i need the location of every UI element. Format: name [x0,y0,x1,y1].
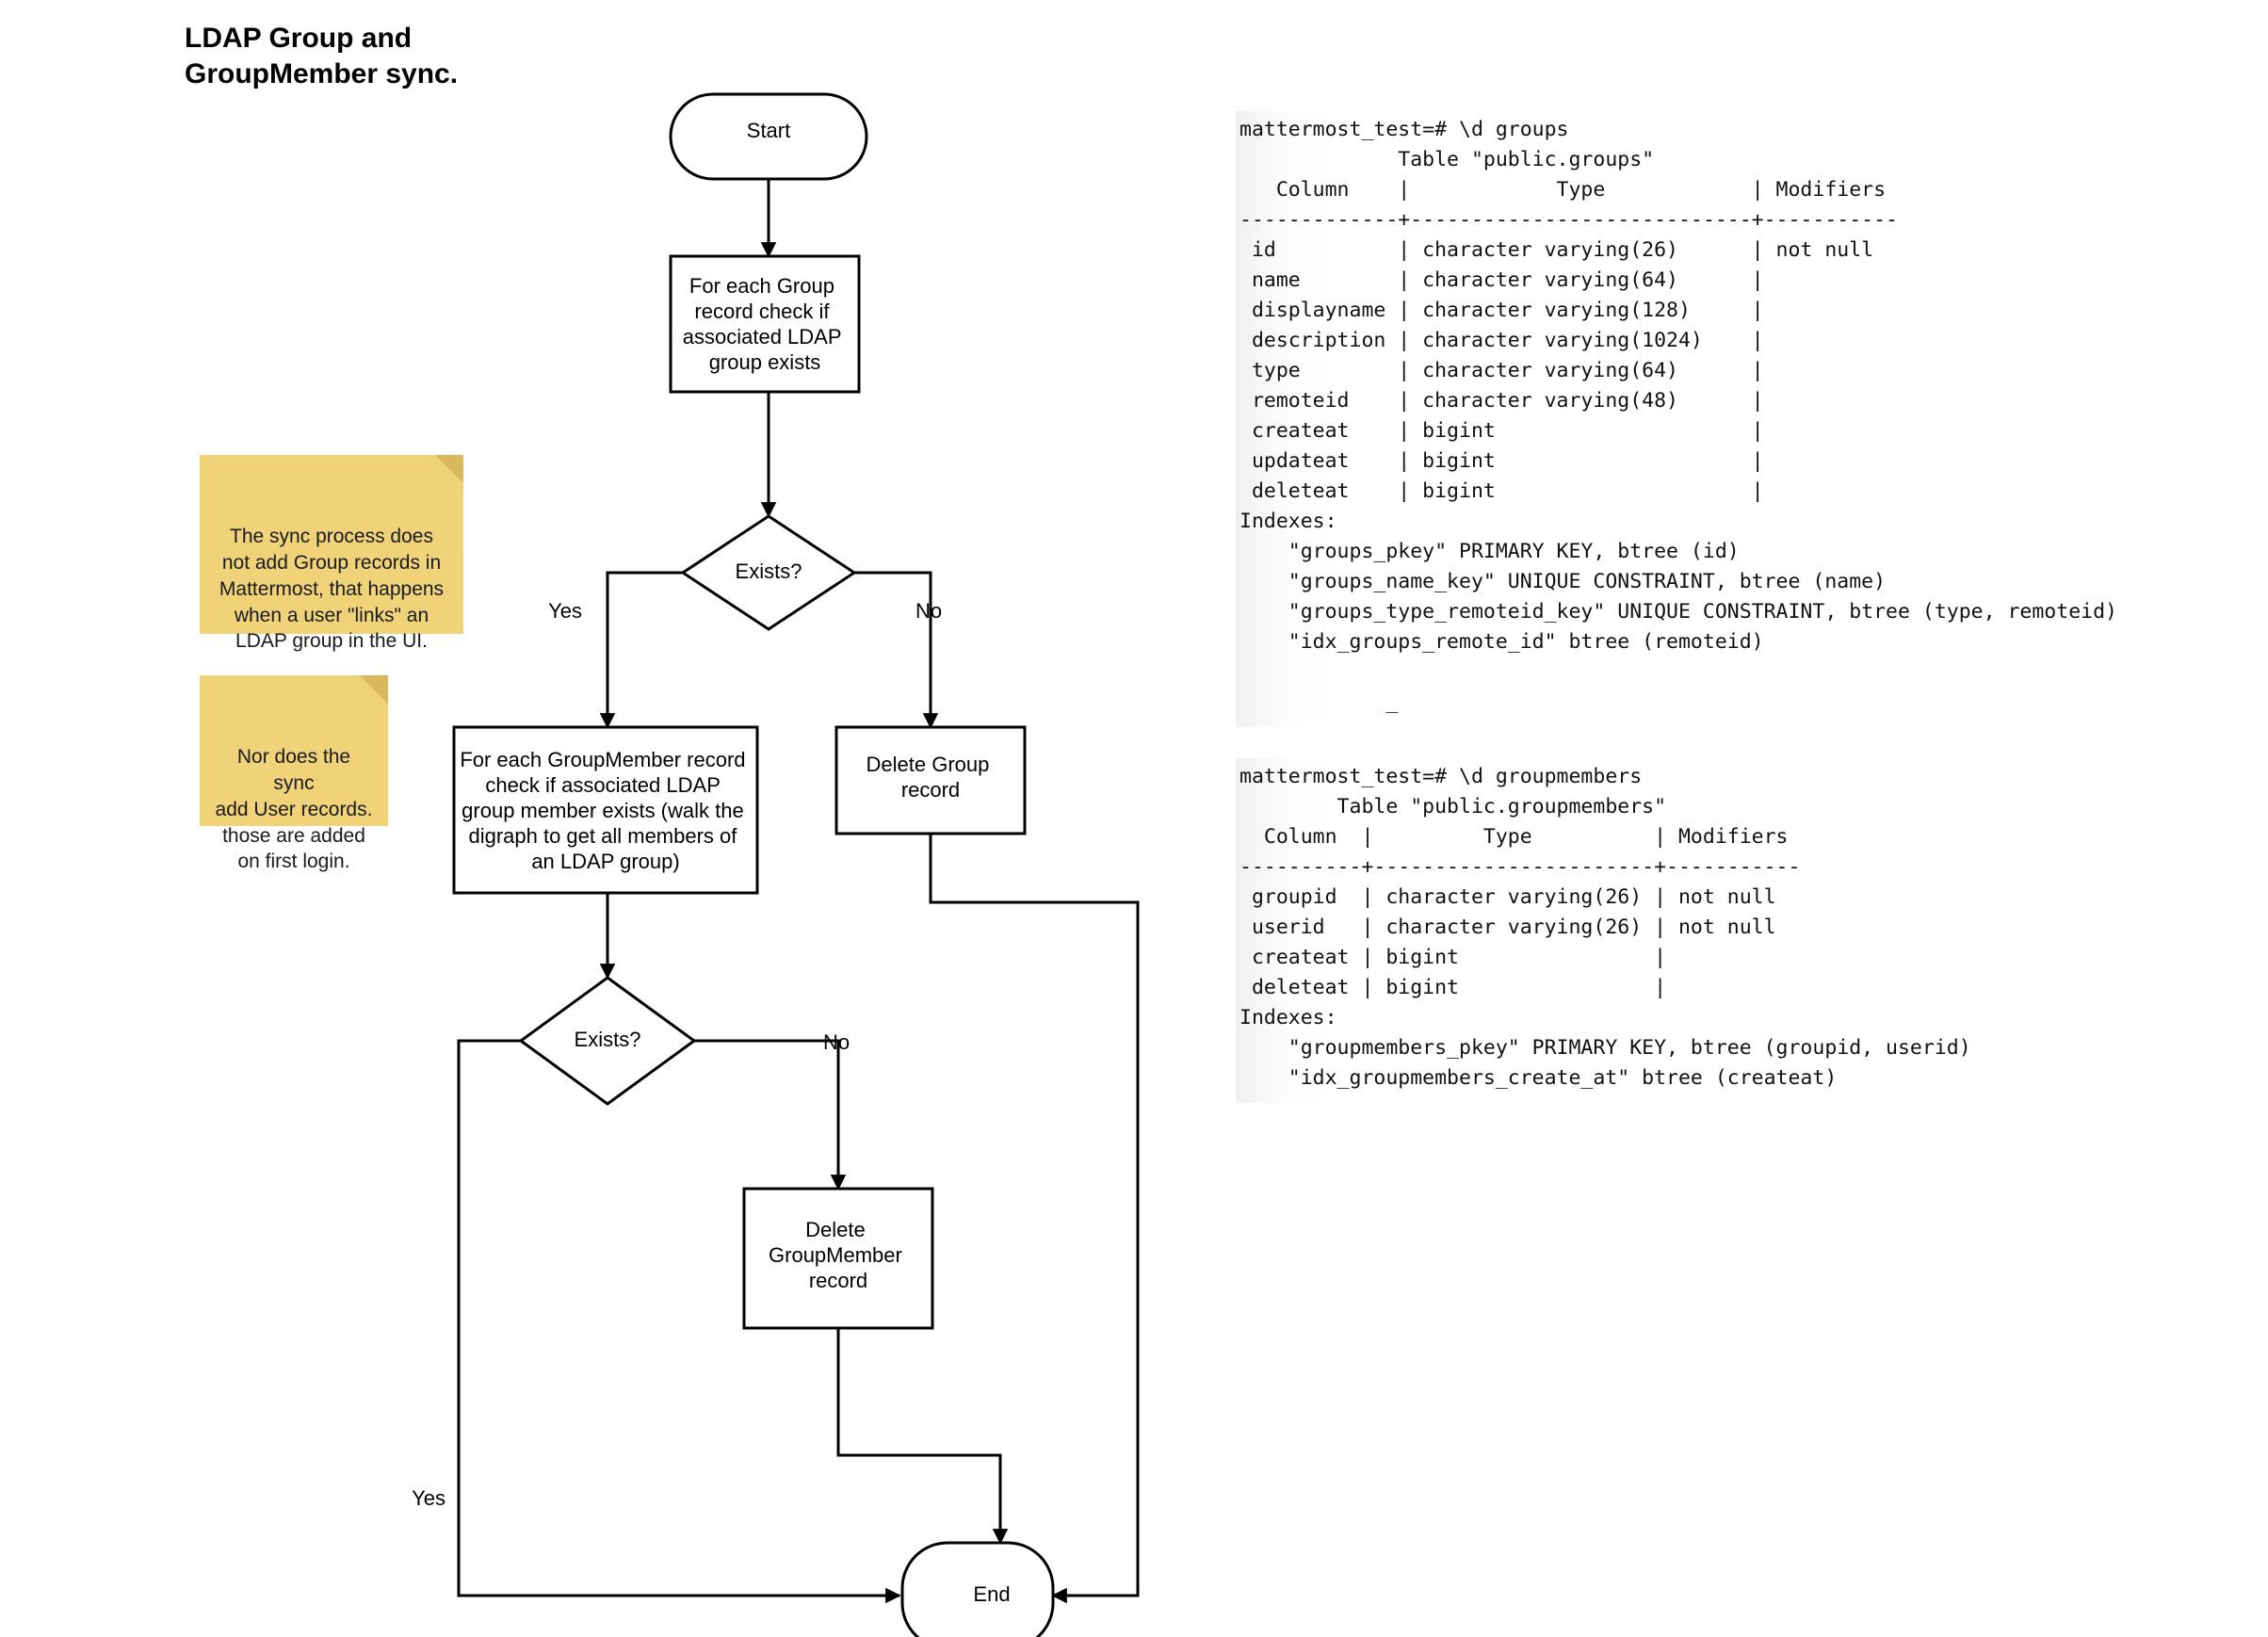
note-user-records-text: Nor does the sync add User records. thos… [215,746,373,873]
node-delete-groupmember-record[interactable] [742,1187,934,1330]
connector-exists1-yes [599,571,683,729]
node-delete-groupmember-record-label: Delete GroupMember record [769,1218,908,1292]
node-check-group-record-label: For each Group record check if associate… [683,274,848,374]
edge-label-exists1-no: No [915,599,942,623]
node-exists-decision-2-label: Exists? [575,1028,641,1051]
note-fold-corner-icon [360,675,388,704]
edge-label-exists1-yes: Yes [548,599,582,623]
page-title: LDAP Group and GroupMember sync. [185,23,459,90]
psql-output-groupmembers: mattermost_test=# \d groupmembers Table … [1236,758,1971,1103]
node-exists-decision-1-label: Exists? [736,559,802,583]
node-start[interactable] [669,92,868,181]
node-check-groupmember-record[interactable] [452,725,759,895]
edge-label-exists2-no: No [823,1030,850,1054]
note-group-records[interactable]: The sync process does not add Group reco… [200,455,463,652]
node-start-label: Start [747,119,790,142]
flowchart-canvas: Start For each Group record check if ass… [412,92,1140,1637]
connector-exists1-no [854,571,939,729]
node-check-groupmember-record-label: For each GroupMember record check if ass… [460,748,751,873]
node-end-label: End [973,1582,1010,1606]
note-user-records[interactable]: Nor does the sync add User records. thos… [200,675,388,872]
connector-deletegroupmember-to-end [836,1328,1009,1545]
note-fold-corner-icon [435,455,463,483]
node-exists-decision-2[interactable] [518,976,697,1106]
node-end[interactable] [900,1541,1055,1637]
connector-exists2-no [694,1039,847,1191]
edge-label-exists2-yes: Yes [412,1486,446,1510]
node-delete-group-record-label: Delete Group record [867,753,996,802]
note-group-records-text: The sync process does not add Group reco… [219,526,445,653]
node-exists-decision-1[interactable] [680,514,857,631]
connector-deletegroup-to-end [929,834,1140,1604]
node-check-group-record[interactable] [669,254,861,394]
psql-output-groups: mattermost_test=# \d groups Table "publi… [1236,111,2117,727]
node-delete-group-record[interactable] [834,725,1027,835]
connector-exists2-yes [457,1039,901,1604]
